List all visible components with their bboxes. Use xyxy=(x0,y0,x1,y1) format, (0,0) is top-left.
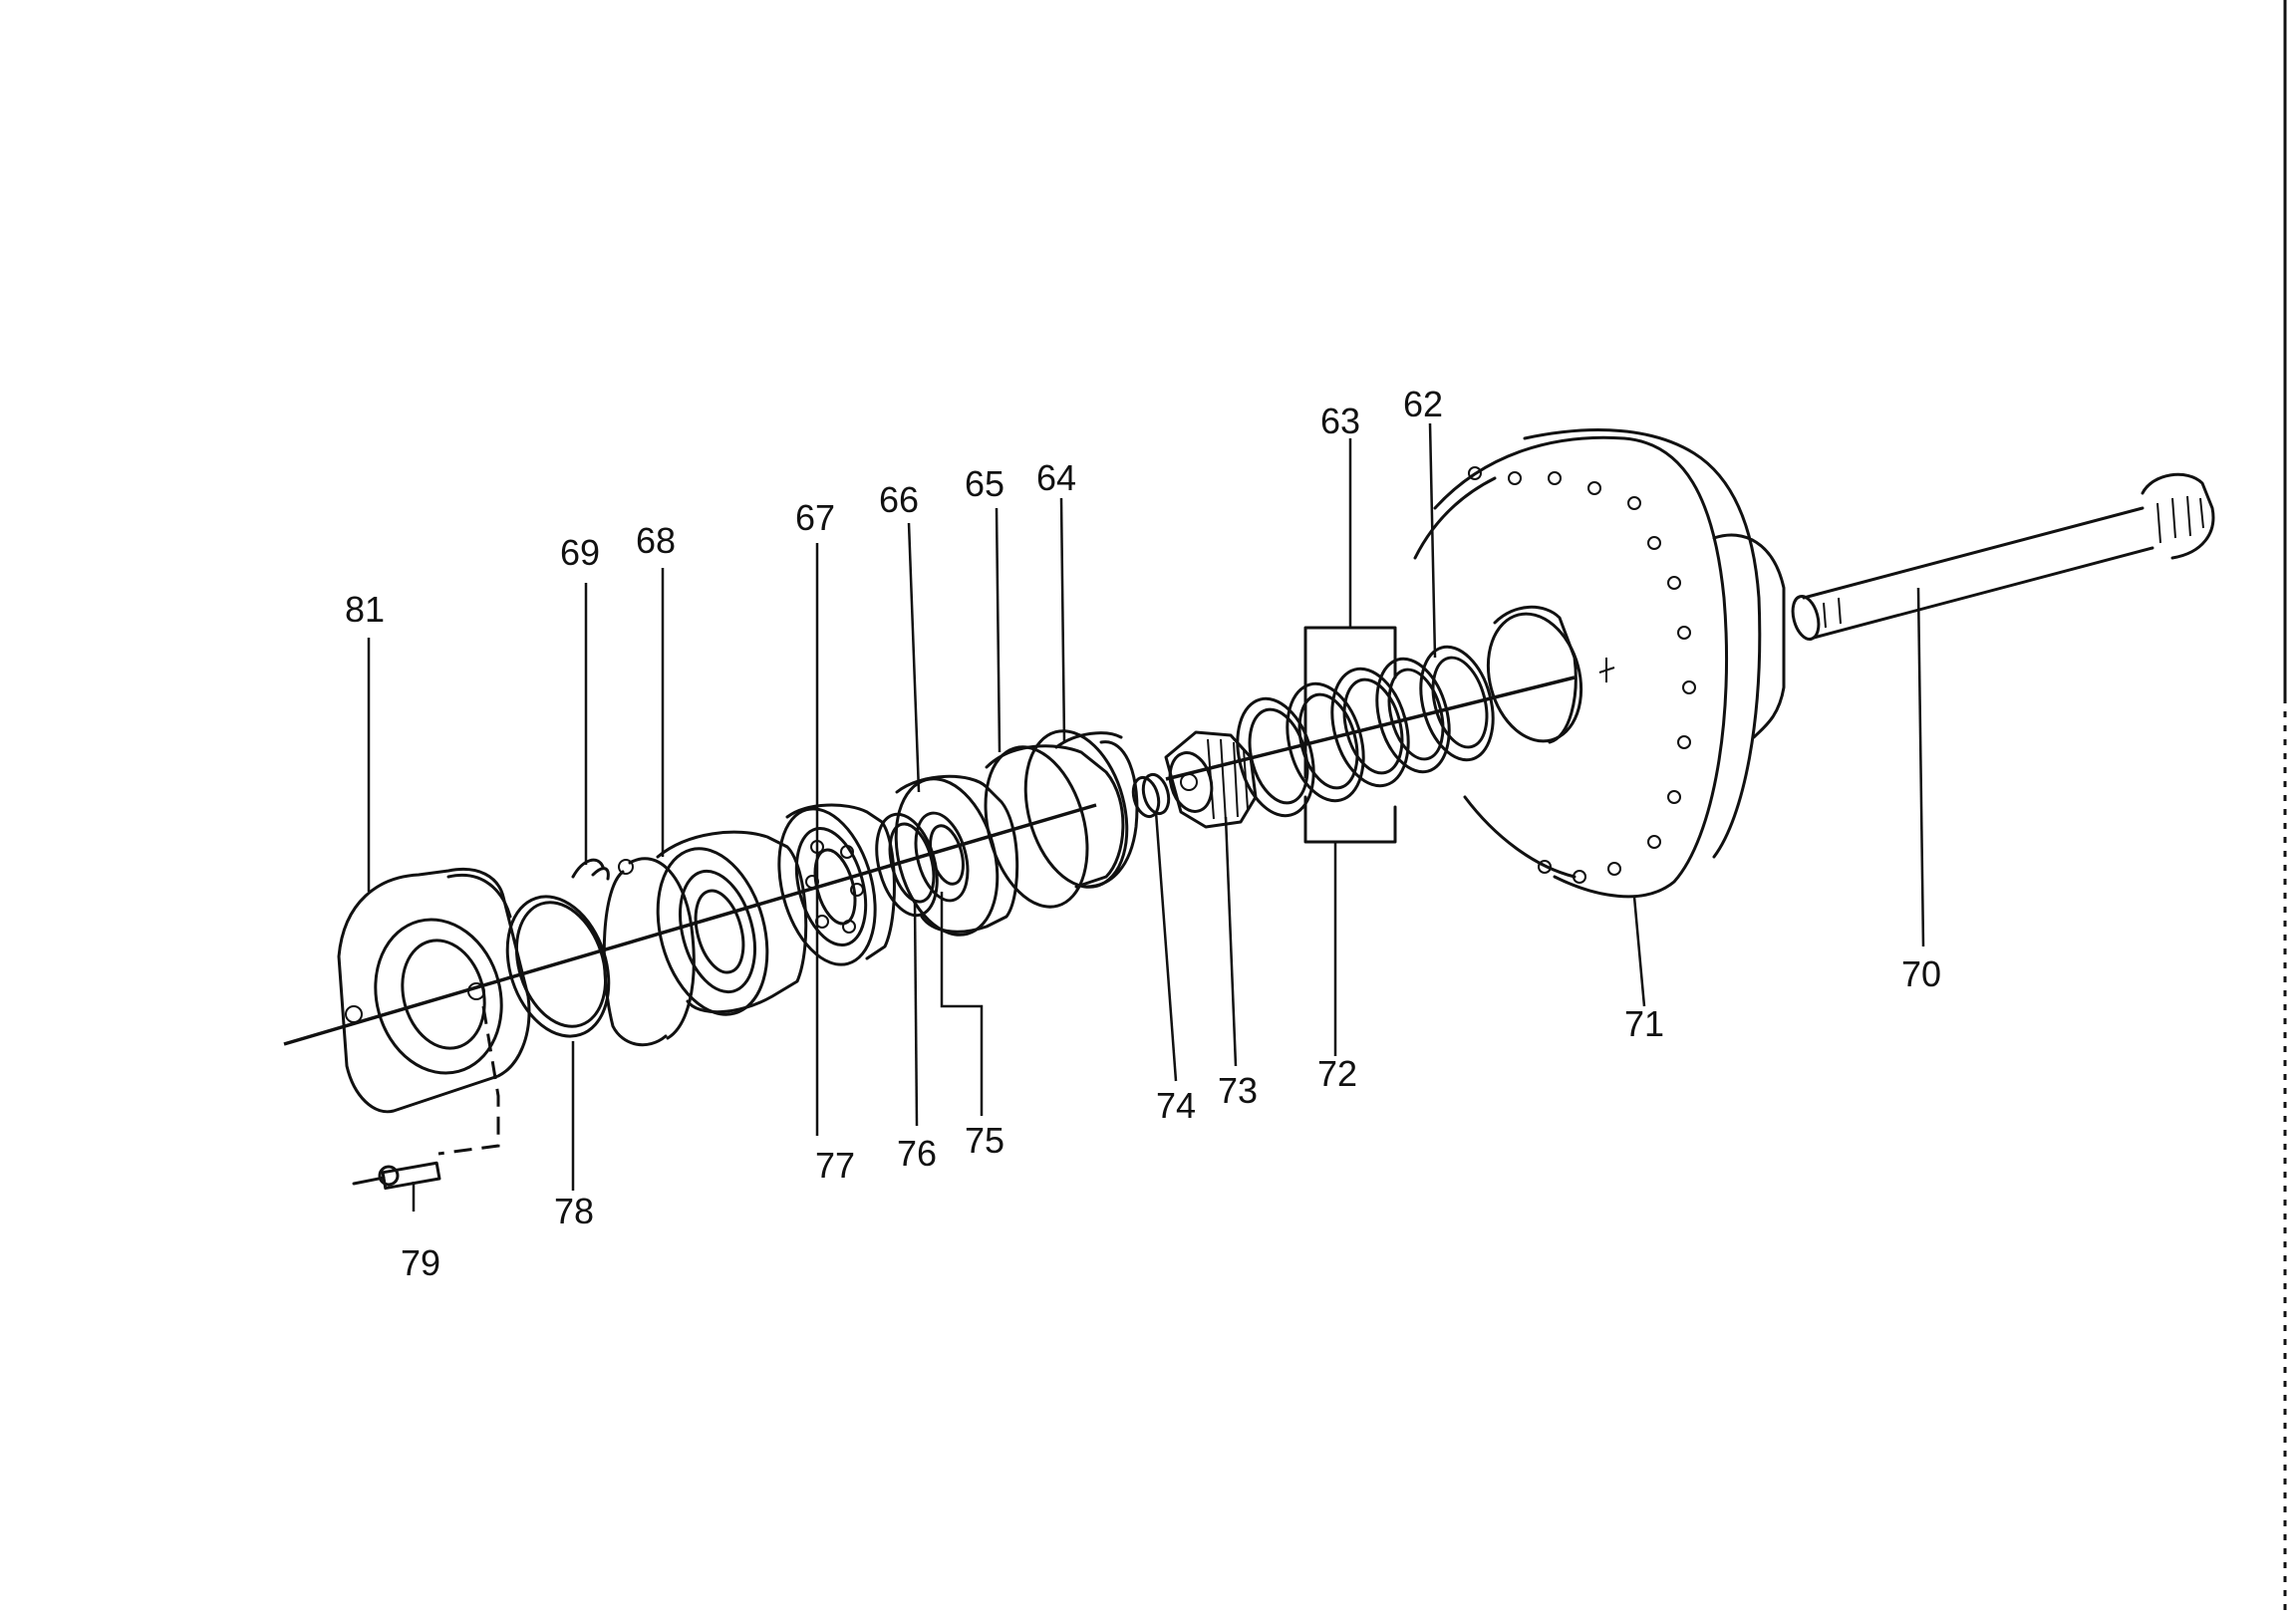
label-66: 66 xyxy=(879,479,919,520)
part-72-clutch-discs xyxy=(1236,657,1451,818)
label-67: 67 xyxy=(795,497,835,538)
label-72: 72 xyxy=(1317,1053,1357,1094)
label-62: 62 xyxy=(1403,384,1443,424)
label-65: 65 xyxy=(965,463,1004,504)
part-77-ball-bearing xyxy=(777,803,896,966)
label-75: 75 xyxy=(965,1120,1004,1161)
label-68: 68 xyxy=(636,520,676,561)
label-71: 71 xyxy=(1624,1003,1664,1044)
part-75-needle-bearing xyxy=(914,811,970,903)
label-79: 79 xyxy=(401,1242,440,1283)
label-76: 76 xyxy=(897,1133,937,1174)
label-78: 78 xyxy=(554,1191,594,1231)
part-68-bearing-seat xyxy=(656,830,808,1016)
part-64-outer-race xyxy=(1023,729,1139,889)
part-81-end-cover xyxy=(337,868,531,1114)
part-70-drive-shaft xyxy=(1791,472,2215,641)
part-71-housing xyxy=(1413,428,1786,899)
label-77: 77 xyxy=(815,1145,855,1186)
label-81: 81 xyxy=(345,589,385,630)
label-74: 74 xyxy=(1156,1085,1196,1126)
label-69: 69 xyxy=(560,532,600,573)
label-63: 63 xyxy=(1320,401,1360,441)
part-74-bushing xyxy=(1131,772,1171,819)
part-73-pinion-gear xyxy=(1164,730,1258,829)
label-64: 64 xyxy=(1036,457,1076,498)
label-73: 73 xyxy=(1218,1070,1258,1111)
leader-lines xyxy=(367,422,1925,1212)
label-70: 70 xyxy=(1901,953,1941,994)
part-62-ring xyxy=(1419,645,1495,762)
part-68-circlip xyxy=(602,857,696,1047)
part-65-ring-cup xyxy=(984,744,1125,909)
part-69-snap-ring xyxy=(571,858,610,881)
